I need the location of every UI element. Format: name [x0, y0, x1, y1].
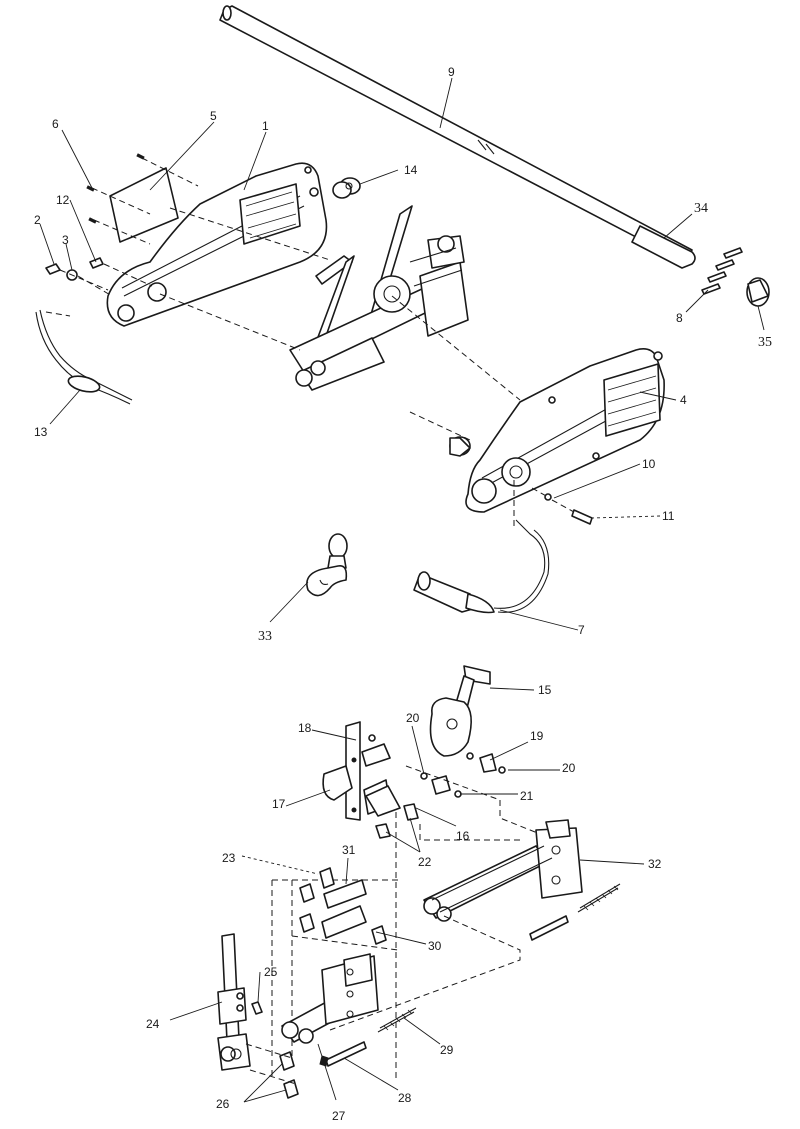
cover-plate [86, 153, 199, 245]
callout-7: 7 [578, 623, 585, 637]
bushing-top [332, 177, 361, 199]
callout-2: 2 [34, 213, 41, 227]
callout-20-right: 20 [562, 761, 576, 775]
bushing-mid [449, 436, 471, 457]
callout-35: 35 [758, 335, 772, 350]
release-lever [429, 665, 491, 757]
callout-12: 12 [56, 193, 70, 207]
callout-8: 8 [676, 311, 683, 325]
callout-18: 18 [298, 721, 312, 735]
pawl-frame [281, 953, 379, 1044]
callout-21: 21 [520, 789, 534, 803]
handle-tube [219, 5, 696, 269]
callout-27: 27 [332, 1109, 346, 1123]
callout-19: 19 [530, 729, 544, 743]
callout-22: 22 [418, 855, 432, 869]
main-link [423, 819, 583, 922]
callout-33: 33 [258, 629, 272, 644]
callout-4: 4 [680, 393, 687, 407]
rollers-22 [375, 803, 520, 1080]
callout-17: 17 [272, 797, 286, 811]
callout-28: 28 [398, 1091, 412, 1105]
safety-cable [35, 309, 133, 405]
right-housing-plate [465, 348, 665, 513]
end-cap [746, 277, 770, 307]
washer-bolt [531, 487, 593, 525]
callout-24: 24 [146, 1017, 160, 1031]
callout-11: 11 [662, 509, 675, 523]
small-pins [701, 247, 743, 295]
callout-20-upper: 20 [406, 711, 420, 725]
callout-32: 32 [648, 857, 662, 871]
callout-15: 15 [538, 683, 552, 697]
callout-3: 3 [62, 233, 69, 247]
spring-lower [319, 1007, 417, 1067]
locking-pin [413, 480, 550, 614]
callout-16: 16 [456, 829, 470, 843]
spring-upper [329, 883, 621, 1031]
central-mechanism [289, 205, 469, 391]
callout-5: 5 [210, 109, 217, 123]
callout-23: 23 [222, 851, 236, 865]
callout-1: 1 [262, 119, 269, 133]
callout-25: 25 [264, 965, 278, 979]
hook [306, 533, 348, 597]
vertical-lever [217, 933, 251, 1071]
callout-34: 34 [694, 201, 708, 216]
callout-6: 6 [52, 117, 59, 131]
callout-10: 10 [642, 457, 656, 471]
leader-lines [39, 77, 765, 1103]
pins-lower [245, 1001, 299, 1099]
callout-30: 30 [428, 939, 442, 953]
callout-labels: 1 2 3 4 5 6 7 8 9 10 11 12 13 14 15 16 1… [34, 65, 772, 1123]
link-plate [365, 785, 401, 817]
left-housing-plate [106, 162, 328, 327]
callout-14: 14 [404, 163, 418, 177]
callout-9: 9 [448, 65, 455, 79]
callout-31: 31 [342, 843, 356, 857]
block-assembly [271, 867, 400, 1080]
callout-29: 29 [440, 1043, 454, 1057]
callout-26: 26 [216, 1097, 230, 1111]
callout-13: 13 [34, 425, 48, 439]
